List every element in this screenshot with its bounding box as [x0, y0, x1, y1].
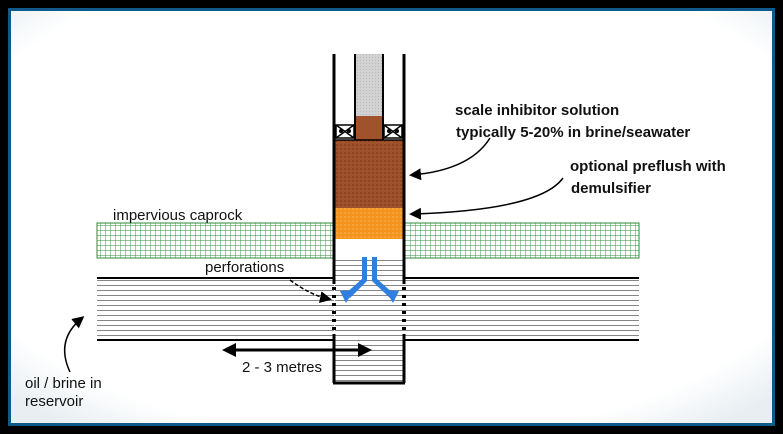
caprock-label: impervious caprock — [113, 207, 243, 224]
reservoir-label-line2: reservoir — [25, 393, 84, 410]
arrow-preflush — [409, 177, 564, 220]
reservoir-right — [404, 278, 639, 340]
wellbore-lower — [335, 239, 404, 382]
caprock-right — [403, 222, 640, 259]
packer-left-icon — [335, 124, 355, 139]
arrow-scale-inhibitor — [409, 137, 491, 181]
distance-label: 2 - 3 metres — [242, 359, 323, 376]
preflush-label-line2: demulsifier — [571, 180, 652, 197]
inhibitor-solution — [335, 140, 404, 208]
reservoir-label-line1: oil / brine in — [25, 375, 102, 392]
scale-inhibitor-label-line2: typically 5-20% in brine/seawater — [456, 124, 691, 141]
tubing-fill — [356, 54, 382, 116]
caprock-left — [96, 222, 335, 259]
preflush — [335, 208, 404, 239]
reservoir-left — [97, 278, 334, 340]
y-nozzle-icon — [340, 257, 399, 303]
perforation-holes — [332, 287, 406, 330]
preflush-label-line1: optional preflush with — [570, 158, 726, 175]
arrow-reservoir — [63, 316, 85, 373]
inhibitor-slug-top — [356, 116, 382, 140]
scale-inhibitor-label-line1: scale inhibitor solution — [455, 102, 620, 119]
distance-arrow — [222, 343, 372, 357]
packer-right-icon — [383, 124, 403, 139]
perforations-label: perforations — [205, 259, 285, 276]
